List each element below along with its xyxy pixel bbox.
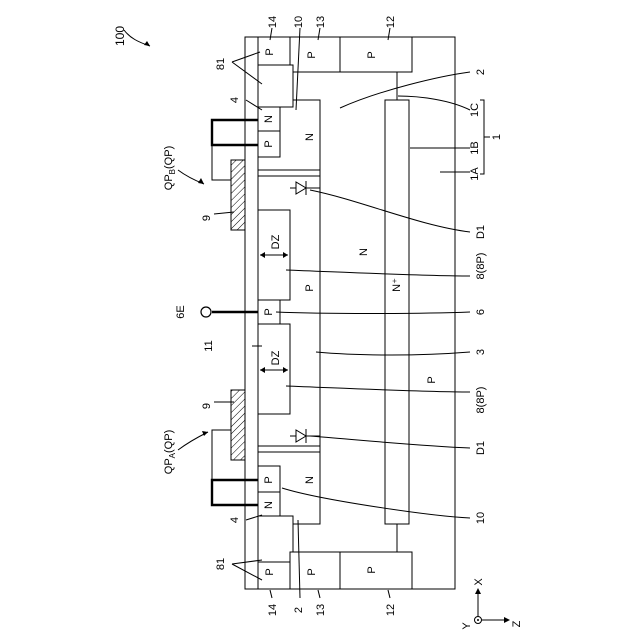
region-p6: P <box>263 308 275 315</box>
label-2-right: 2 <box>475 69 487 75</box>
label-14-top: 14 <box>267 16 279 28</box>
axes-indicator: X Y Z <box>461 578 523 630</box>
qpb-arrowhead <box>198 178 204 184</box>
p-region-81-bottom <box>258 516 293 562</box>
label-9-bottom: 9 <box>201 403 213 409</box>
region-p-substrate: P <box>426 376 438 383</box>
region-p13-bottom: P <box>306 568 318 575</box>
label-13-top: 13 <box>315 16 327 28</box>
buried-n-plus-layer <box>385 100 409 524</box>
region-n-right-bottom: N <box>304 476 316 484</box>
region-n-top: N <box>263 115 275 123</box>
label-6: 6 <box>475 309 487 315</box>
region-n-drift: N <box>358 248 370 256</box>
region-p13-top: P <box>306 51 318 58</box>
label-9-top: 9 <box>201 215 213 221</box>
region-n-plus: N⁺ <box>391 278 403 292</box>
region-p-center-top: P <box>304 284 316 291</box>
label-6e: 6E <box>175 305 187 318</box>
label-14-bottom: 14 <box>267 604 279 616</box>
region-p12-bottom: P <box>366 566 378 573</box>
label-8-bottom: 8(8P) <box>475 387 487 414</box>
wire-qpa-gate <box>212 430 231 480</box>
region-dz-top: DZ <box>270 234 282 249</box>
axis-z-label: Z <box>511 620 523 627</box>
label-12-top: 12 <box>385 16 397 28</box>
qpa-arrowhead <box>202 431 208 436</box>
gate-electrode-bottom <box>231 390 245 460</box>
label-d1-bottom: D1 <box>475 441 487 455</box>
label-qpa: QPA(QP) <box>163 430 177 474</box>
wire-qpb-gate <box>212 145 231 180</box>
terminal-6e-node <box>201 307 211 317</box>
p-region-81-top <box>258 65 293 107</box>
region-p12-top: P <box>366 51 378 58</box>
label-4-top: 4 <box>229 97 241 103</box>
label-3: 3 <box>475 349 487 355</box>
label-8-top: 8(8P) <box>475 253 487 280</box>
label-10-top: 10 <box>293 16 305 28</box>
label-1b: 1B <box>469 141 481 154</box>
label-1a: 1A <box>469 167 481 181</box>
label-12-bottom: 12 <box>385 604 397 616</box>
region-p14-top: P <box>264 48 276 55</box>
figure-label: 100 <box>113 26 127 46</box>
axis-x-label: X <box>473 578 485 586</box>
label-d1-top: D1 <box>475 225 487 239</box>
gate-electrode-top <box>231 160 245 230</box>
region-p-top: P <box>263 140 275 147</box>
region-n-right-top: N <box>304 133 316 141</box>
axis-y-label: Y <box>461 622 473 630</box>
label-10-bottom: 10 <box>475 512 487 524</box>
region-p-bottom: P <box>263 476 275 483</box>
label-2-bottom: 2 <box>293 607 305 613</box>
figure-label-arrowhead <box>144 41 150 46</box>
region-dz-bottom: DZ <box>270 350 282 365</box>
region-n-bottom: N <box>263 501 275 509</box>
label-11: 11 <box>203 340 215 351</box>
region-p14-bottom: P <box>264 568 276 575</box>
label-13-bottom: 13 <box>315 604 327 616</box>
label-1: 1 <box>491 134 503 140</box>
label-4-bottom: 4 <box>229 517 241 523</box>
label-qpb: QPB(QP) <box>163 146 177 190</box>
label-81-top: 81 <box>215 58 227 70</box>
label-81-bottom: 81 <box>215 558 227 570</box>
label-1c: 1C <box>469 103 481 117</box>
